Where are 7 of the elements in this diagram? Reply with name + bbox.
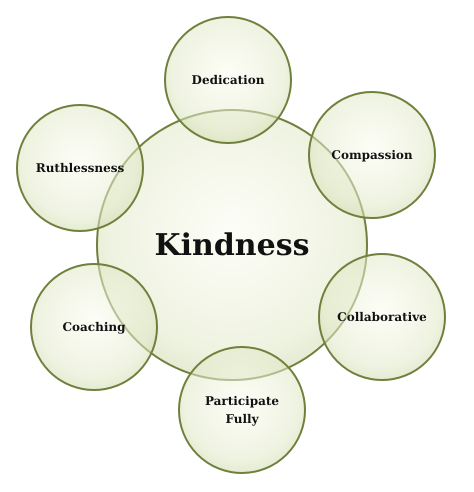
bubble-label: Coaching xyxy=(62,319,126,336)
bubble-label: Ruthlessness xyxy=(36,160,124,177)
bubble-label: Kindness xyxy=(154,226,310,264)
bubble-label: Collaborative xyxy=(337,309,427,326)
bubble-label: Participate Fully xyxy=(204,393,280,428)
bubble-label: Compassion xyxy=(331,147,413,164)
bubble-label: Dedication xyxy=(192,72,264,89)
